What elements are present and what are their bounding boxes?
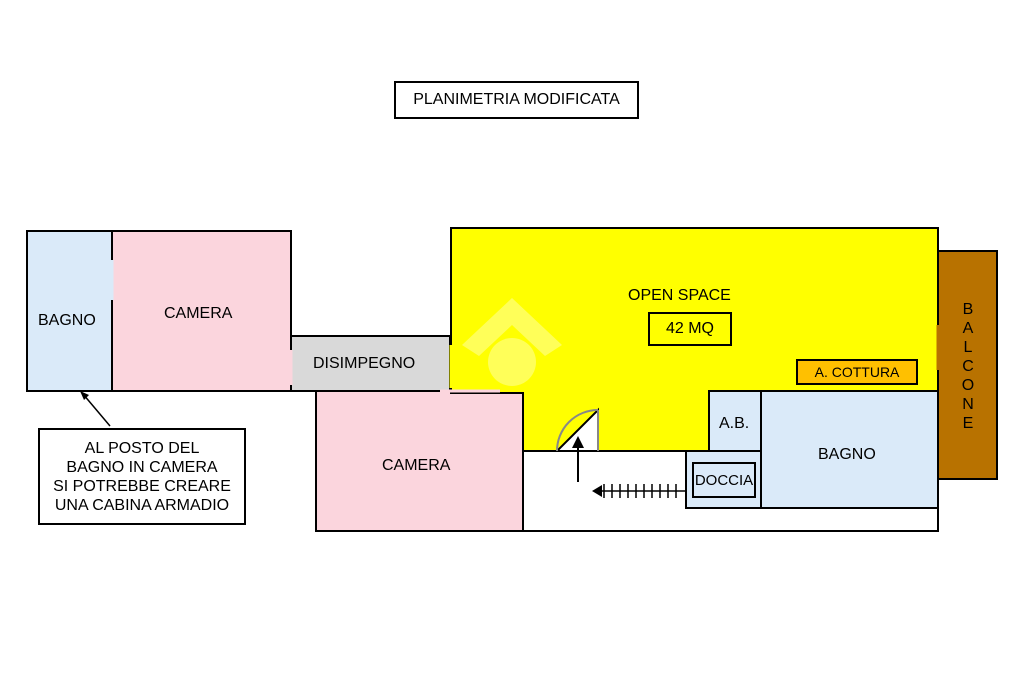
- note-line: BAGNO IN CAMERA: [66, 458, 218, 476]
- room-camera-bottom: [315, 390, 524, 532]
- balcone-letter: A: [962, 319, 974, 337]
- note-pointer-head: [80, 391, 89, 400]
- note-line: UNA CABINA ARMADIO: [54, 496, 230, 514]
- label-open-space: OPEN SPACE: [628, 287, 731, 304]
- balcone-letter: N: [962, 395, 974, 413]
- label-antibagno: A.B.: [719, 415, 750, 432]
- room-camera-top: [111, 230, 292, 392]
- label-angolo-cottura: A. COTTURA: [796, 359, 918, 385]
- open-space-area: 42 MQ: [648, 312, 732, 346]
- plan-title: PLANIMETRIA MODIFICATA: [394, 81, 639, 119]
- balcone-letter: E: [962, 414, 974, 432]
- label-camera-top: CAMERA: [164, 305, 233, 322]
- room-bagno-left: [26, 230, 113, 392]
- note-line: AL POSTO DEL: [84, 439, 200, 457]
- label-disimpegno: DISIMPEGNO: [313, 355, 416, 372]
- label-bagno-right: BAGNO: [818, 446, 876, 463]
- stair-arrow-head: [592, 485, 602, 497]
- label-camera-bottom: CAMERA: [382, 457, 451, 474]
- entrance-door-swing: [556, 409, 599, 452]
- entry-arrow-head: [572, 436, 584, 448]
- watermark-logo: [462, 298, 562, 386]
- label-balcone: B A L C O N E: [950, 258, 986, 474]
- stair-steps: [603, 484, 677, 498]
- balcone-letter: O: [961, 376, 975, 394]
- balcone-letter: L: [963, 338, 973, 356]
- room-bagno-lower: [685, 450, 762, 509]
- label-doccia: DOCCIA: [692, 462, 756, 498]
- note-box: AL POSTO DEL BAGNO IN CAMERA SI POTREBBE…: [38, 428, 246, 525]
- note-pointer-line: [82, 393, 111, 427]
- balcone-letter: C: [962, 357, 974, 375]
- balcone-letter: B: [962, 300, 974, 318]
- label-bagno-left: BAGNO: [38, 312, 96, 329]
- note-line: SI POTREBBE CREARE: [53, 477, 231, 495]
